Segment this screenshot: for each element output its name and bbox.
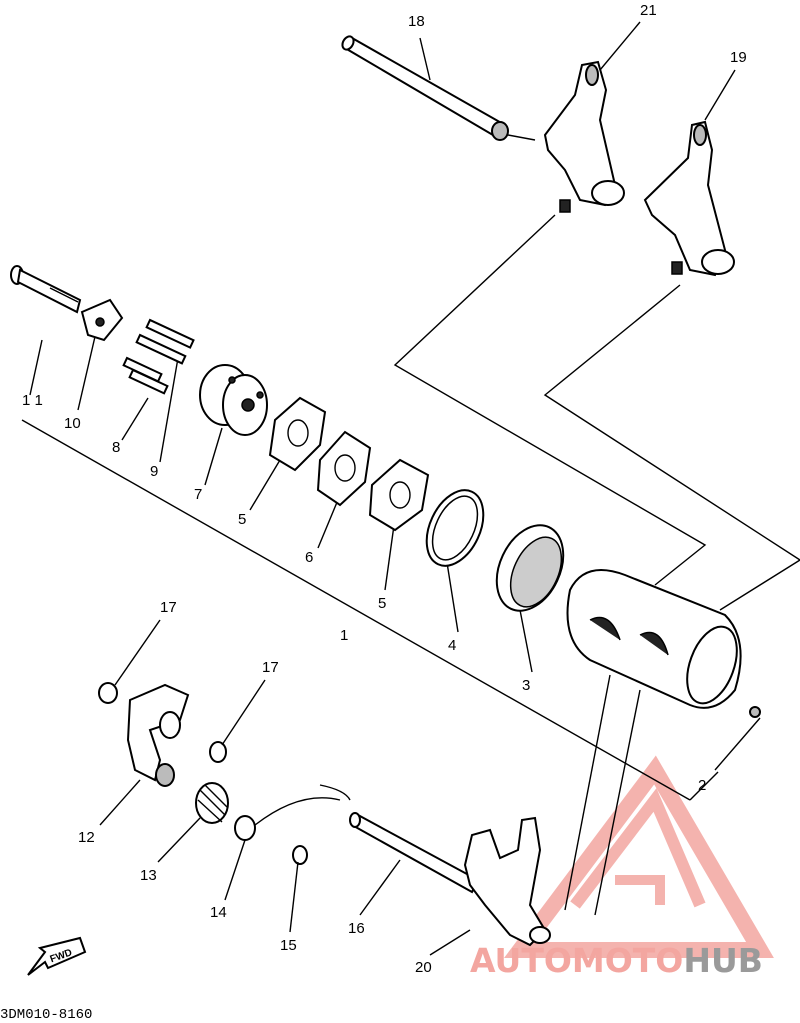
fwd-arrow-icon: FWD [27,936,87,976]
part-9-8-pins [122,318,195,395]
callout-20: 20 [415,959,432,976]
callout-9: 9 [150,463,158,480]
part-10-stopper [80,298,124,342]
part-12-shift-lever [126,683,190,787]
watermark-logo [504,755,774,958]
part-4-circlip [425,489,485,567]
part-18-fork-shaft [341,35,536,141]
part-2-shift-drum [566,569,761,718]
callout-2: 2 [698,777,706,794]
callout-5a: 5 [238,511,246,528]
callout-11: 1 1 [22,392,43,409]
callout-10: 10 [64,415,81,432]
assembly-line [21,419,691,801]
part-14-15-17-clips [98,682,351,865]
callout-5b: 5 [378,595,386,612]
callout-18: 18 [408,13,425,30]
part-11-bolt [10,265,82,314]
watermark-text: AUTOMOTOHUB [470,941,763,980]
part-7-segment [199,364,268,436]
callout-8: 8 [112,439,120,456]
callout-12: 12 [78,829,95,846]
part-5-6-plates [268,396,430,532]
callout-17a: 17 [160,599,177,616]
callout-14: 14 [210,904,227,921]
part-3-bearing [495,524,565,612]
callout-1: 1 [340,627,348,644]
part-16-shift-shaft [349,812,480,894]
callout-15: 15 [280,937,297,954]
callout-3: 3 [522,677,530,694]
callout-21: 21 [640,2,657,19]
diagram-code: 3DM010-8160 [0,1007,92,1023]
part-19-shift-fork [643,120,735,277]
part-20-shift-fork [463,816,551,947]
callout-13: 13 [140,867,157,884]
callout-19: 19 [730,49,747,66]
callout-6: 6 [305,549,313,566]
part-13-spring [195,782,229,824]
callout-7: 7 [194,486,202,503]
callout-4: 4 [448,637,456,654]
part-21-shift-fork [543,60,625,213]
callout-16: 16 [348,920,365,937]
callout-17b: 17 [262,659,279,676]
